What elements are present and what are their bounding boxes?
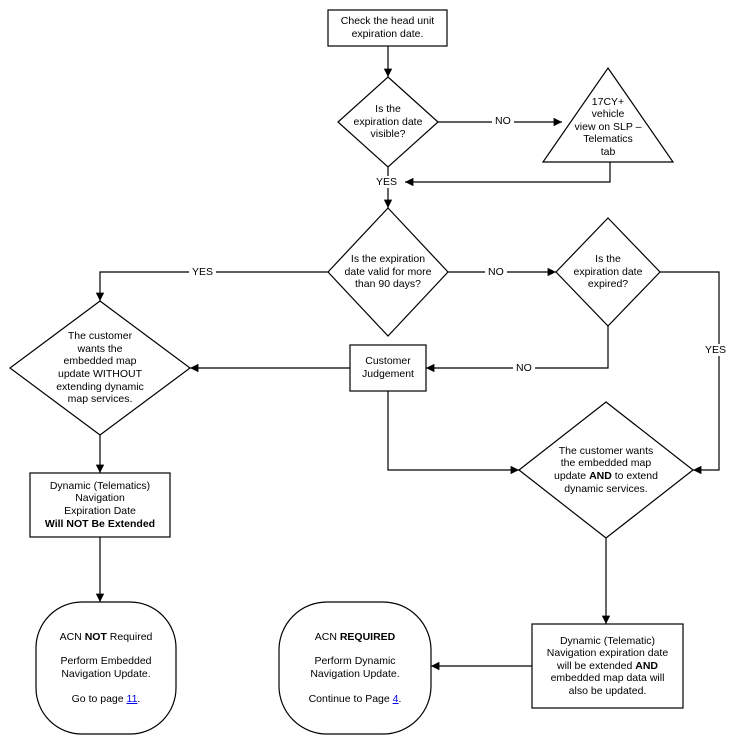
date-expired-line: Is the xyxy=(595,253,621,266)
valid-90-days-text: Is the expiration date valid for more th… xyxy=(333,251,443,293)
date-visible-line: expiration date xyxy=(353,115,423,128)
continue-label: Continue to Page xyxy=(308,692,393,705)
customer-without-line: The customer xyxy=(67,330,133,343)
edge-label-valid-yes: YES xyxy=(189,266,217,278)
customer-without-line: extending dynamic xyxy=(56,380,144,393)
will-be-extended-text: Dynamic (Telematic) Navigation expiratio… xyxy=(532,624,683,708)
check-head-unit-box xyxy=(327,9,448,47)
page-4-link[interactable]: 4 xyxy=(392,692,399,705)
customer-judgement-line: Judgement xyxy=(362,368,414,380)
check-head-unit-line: Check the head unit xyxy=(340,15,435,28)
acn-not-required-line: Navigation Update. xyxy=(61,668,151,680)
acn-not-required-text: ACN NOT Required Perform Embedded Naviga… xyxy=(36,602,176,734)
will-be-extended-line: embedded map data will xyxy=(550,672,665,685)
customer-and-line: the embedded map xyxy=(560,457,652,470)
date-expired-text: Is the expiration date expired? xyxy=(563,251,653,293)
customer-without-line: embedded map xyxy=(63,355,137,368)
valid-90-days-decision xyxy=(327,207,449,337)
valid-90-days-line: than 90 days? xyxy=(355,278,421,291)
acn-not-required-line: Perform Embedded xyxy=(60,655,152,668)
acn-not-emphasis: NOT xyxy=(84,630,107,643)
slp-telematics-text: 17CY+ vehicle view on SLP – Telematics t… xyxy=(568,94,648,160)
goto-end: . xyxy=(137,692,141,705)
acn-required-goto: Continue to Page 4. xyxy=(309,693,402,706)
acn-required-line: Navigation Update. xyxy=(310,668,400,680)
edge-label-visible-no: NO xyxy=(492,115,514,127)
acn-required-line: Perform Dynamic xyxy=(314,655,396,668)
slp-telematics-triangle xyxy=(541,66,675,163)
customer-without-line: update WITHOUT xyxy=(57,368,143,380)
check-head-unit-text: Check the head unit expiration date. xyxy=(328,10,447,46)
page-11-link[interactable]: 11 xyxy=(126,692,138,705)
will-be-extended-line: Navigation expiration date xyxy=(546,647,669,660)
edge-label-expired-no: NO xyxy=(513,362,535,374)
slp-telematics-line: view on SLP – xyxy=(574,120,642,133)
slp-telematics-line: Telematics xyxy=(583,133,633,146)
acn-not-required-goto: Go to page 11. xyxy=(72,693,141,706)
customer-and-line: dynamic services. xyxy=(564,482,648,495)
customer-judgement-line: Customer xyxy=(365,355,411,368)
customer-without-text: The customer wants the embedded map upda… xyxy=(40,330,160,406)
date-visible-text: Is the expiration date visible? xyxy=(343,100,433,144)
date-visible-line: visible? xyxy=(370,128,406,141)
valid-90-days-line: date valid for more xyxy=(344,265,432,278)
customer-and-emphasis: AND xyxy=(589,470,612,482)
will-be-extended-line: also be updated. xyxy=(568,684,647,697)
acn-label: ACN xyxy=(59,630,85,643)
will-be-extended-line3-pre: will be extended xyxy=(557,659,636,672)
date-visible-line: Is the xyxy=(375,103,401,116)
acn-label: ACN xyxy=(314,630,340,643)
acn-required-heading: ACN REQUIRED xyxy=(315,631,396,644)
edge-label-valid-no: NO xyxy=(485,266,507,278)
acn-required-text: ACN REQUIRED Perform Dynamic Navigation … xyxy=(279,602,431,734)
customer-without-line: wants the xyxy=(77,342,123,355)
not-extended-text: Dynamic (Telematics) Navigation Expirati… xyxy=(30,473,170,537)
not-extended-box xyxy=(29,472,171,538)
valid-90-days-line: Is the expiration xyxy=(350,253,426,266)
will-be-extended-emphasis: AND xyxy=(635,659,658,672)
goto-label: Go to page xyxy=(71,692,127,705)
arrow-slp-return xyxy=(405,162,611,187)
slp-telematics-line: 17CY+ xyxy=(591,95,625,108)
customer-and-line: update AND to extend xyxy=(554,470,658,483)
not-extended-line: Navigation xyxy=(75,492,125,505)
arrow-valid-yes xyxy=(95,271,328,301)
slp-telematics-line: tab xyxy=(600,145,616,158)
will-be-extended-line: Dynamic (Telematic) xyxy=(559,634,656,647)
customer-and-line3-pre: update xyxy=(554,470,590,482)
edge-label-visible-yes: YES xyxy=(373,176,401,188)
will-be-extended-box xyxy=(531,623,684,709)
customer-judgement-text: Customer Judgement xyxy=(350,345,426,391)
not-extended-emphasis: Will NOT Be Extended xyxy=(44,517,156,530)
date-expired-line: expiration date xyxy=(573,265,643,278)
acn-required-word: Required xyxy=(106,630,153,643)
arrow-expired-no xyxy=(426,326,609,373)
customer-and-text: The customer wants the embedded map upda… xyxy=(540,442,672,498)
slp-telematics-line: vehicle xyxy=(591,108,625,121)
customer-and-line3-post: to extend xyxy=(611,470,658,482)
arrow-judgement-to-and xyxy=(387,391,519,475)
acn-required-emphasis: REQUIRED xyxy=(339,630,396,643)
check-head-unit-line: expiration date. xyxy=(351,28,424,40)
not-extended-line: Dynamic (Telematics) xyxy=(49,479,151,492)
acn-not-required-terminal xyxy=(35,601,177,735)
customer-and-line: The customer wants xyxy=(558,444,654,457)
edge-label-expired-yes: YES xyxy=(702,344,730,356)
not-extended-line: Expiration Date xyxy=(64,505,136,517)
date-expired-line: expired? xyxy=(587,278,629,291)
continue-end: . xyxy=(398,692,402,705)
customer-without-line: map services. xyxy=(67,393,133,406)
will-be-extended-line: will be extended AND xyxy=(557,660,658,673)
acn-not-required-heading: ACN NOT Required xyxy=(60,631,153,644)
arrow-expired-yes xyxy=(660,271,720,475)
